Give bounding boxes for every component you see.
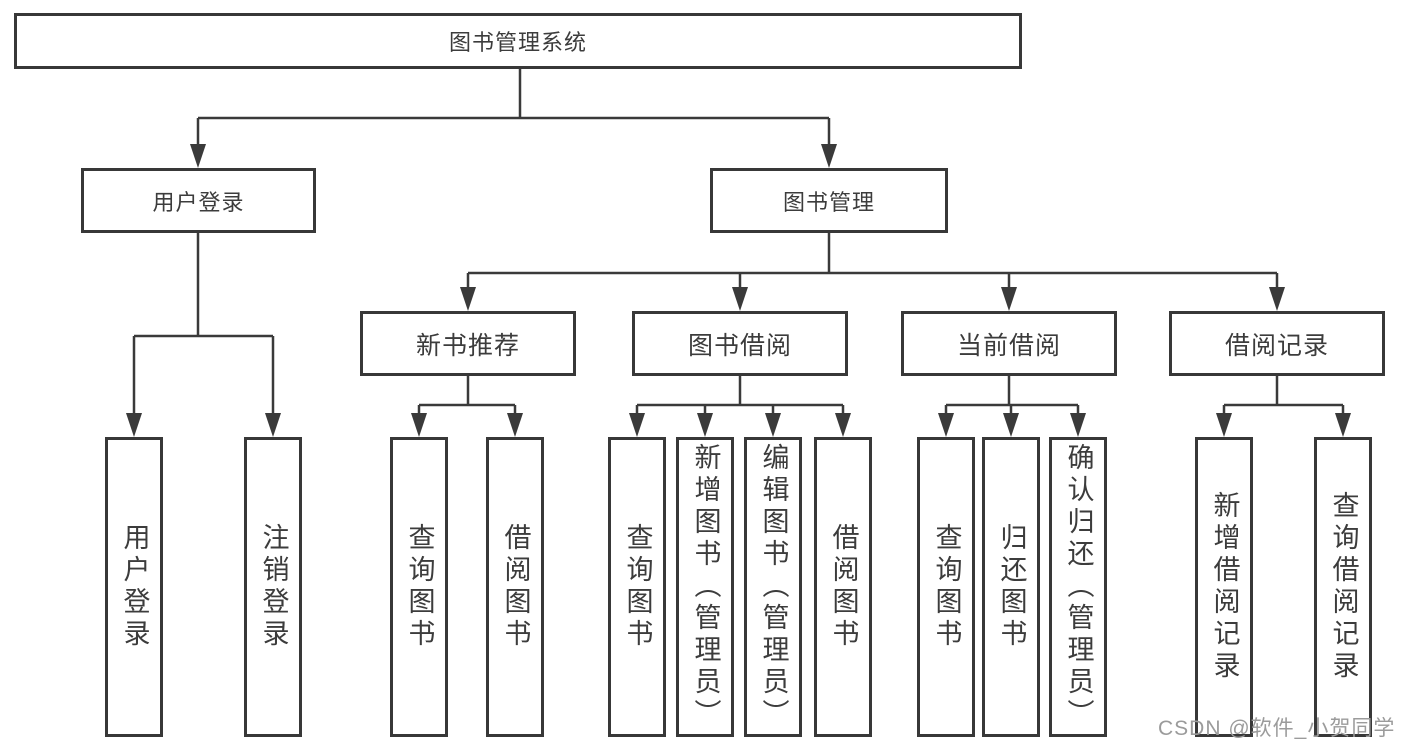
node-borrowing-records: 借阅记录 <box>1169 311 1385 376</box>
arrowheads <box>126 144 1351 437</box>
leaf-borrow-books-recommend: 借阅图书 <box>486 437 544 737</box>
leaf-confirm-return-admin: 确认归还（管理员） <box>1049 437 1107 737</box>
leaf-query-books-recommend: 查询图书 <box>390 437 448 737</box>
node-book-borrowing: 图书借阅 <box>632 311 848 376</box>
leaf-query-books-current: 查询图书 <box>917 437 975 737</box>
csdn-watermark: CSDN @软件_小贺同学 <box>1158 717 1396 740</box>
leaf-add-book-admin: 新增图书（管理员） <box>676 437 734 737</box>
leaf-confirm-return-admin-label: 确认归还（管理员） <box>1063 443 1094 731</box>
leaf-add-borrow-record-label: 新增借阅记录 <box>1209 491 1240 683</box>
leaf-borrow-books-borrowing-label: 借阅图书 <box>828 523 859 651</box>
leaf-query-books-borrowing: 查询图书 <box>608 437 666 737</box>
leaf-return-books: 归还图书 <box>982 437 1040 737</box>
leaf-query-books-current-label: 查询图书 <box>931 523 962 651</box>
leaf-query-books-recommend-label: 查询图书 <box>404 523 435 651</box>
node-library-system: 图书管理系统 <box>14 13 1022 69</box>
leaf-logout-label: 注销登录 <box>258 523 289 651</box>
leaf-user-login: 用户登录 <box>105 437 163 737</box>
node-user-login: 用户登录 <box>81 168 316 233</box>
tree-edges <box>132 68 1345 420</box>
leaf-query-borrow-record-label: 查询借阅记录 <box>1328 491 1359 683</box>
leaf-add-book-admin-label: 新增图书（管理员） <box>690 443 721 731</box>
node-current-borrowing: 当前借阅 <box>901 311 1117 376</box>
leaf-return-books-label: 归还图书 <box>996 523 1027 651</box>
leaf-borrow-books-borrowing: 借阅图书 <box>814 437 872 737</box>
leaf-user-login-label: 用户登录 <box>119 523 150 651</box>
leaf-borrow-books-recommend-label: 借阅图书 <box>500 523 531 651</box>
leaf-edit-book-admin: 编辑图书（管理员） <box>744 437 802 737</box>
leaf-add-borrow-record: 新增借阅记录 <box>1195 437 1253 737</box>
leaf-logout: 注销登录 <box>244 437 302 737</box>
leaf-edit-book-admin-label: 编辑图书（管理员） <box>758 443 789 731</box>
node-book-management: 图书管理 <box>710 168 948 233</box>
node-new-book-recommend: 新书推荐 <box>360 311 576 376</box>
leaf-query-books-borrowing-label: 查询图书 <box>622 523 653 651</box>
leaf-query-borrow-record: 查询借阅记录 <box>1314 437 1372 737</box>
